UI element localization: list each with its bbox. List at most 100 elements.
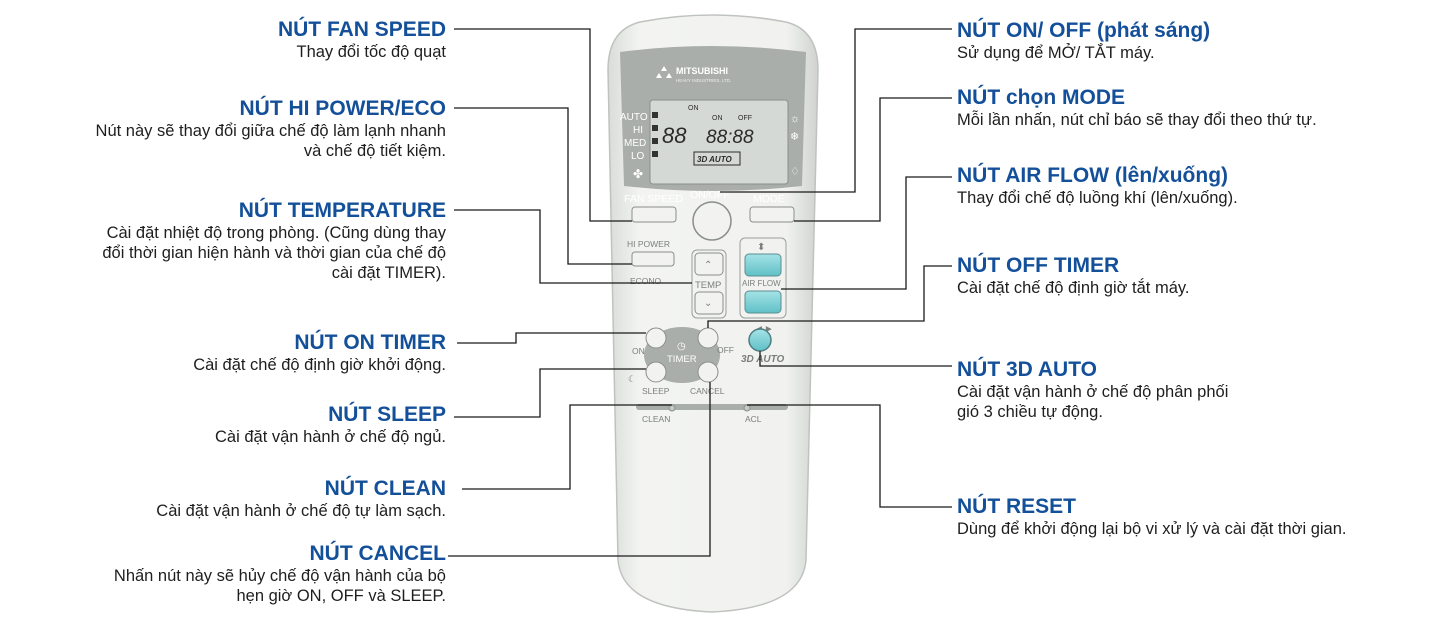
leader-mode — [794, 97, 952, 222]
label-desc: Nhấn nút này sẽ hủy chế độ vận hành của … — [113, 567, 446, 605]
leader-reset — [747, 404, 952, 508]
label-desc: Nút này sẽ thay đổi giữa chế độ làm lạnh… — [95, 122, 446, 160]
label-title: NÚT ON/ OFF (phát sáng) — [957, 19, 1211, 42]
lcd-mode-med: MED — [624, 138, 646, 149]
label-title: NÚT 3D AUTO — [957, 358, 1098, 381]
remote-brand-sub: HEAVY INDUSTRIES, LTD. — [676, 78, 731, 83]
off-label: OFF — [717, 345, 734, 355]
mode-button[interactable] — [749, 206, 795, 223]
lcd-clock: 88:88 — [706, 127, 754, 148]
leader-sleep — [454, 368, 646, 418]
label-desc: Mỗi lần nhấn, nút chỉ báo sẽ thay đổi th… — [957, 111, 1317, 129]
label-title: NÚT FAN SPEED — [277, 18, 446, 41]
fan-speed-button[interactable] — [631, 206, 677, 223]
lcd-segment — [652, 112, 658, 118]
air-flow-down-button[interactable] — [744, 290, 782, 314]
label-title: NÚT AIR FLOW (lên/xuống) — [957, 164, 1229, 187]
lcd-on: ON — [688, 105, 699, 112]
label-desc: Sử dụng để MỞ/ TẮT máy. — [957, 44, 1155, 62]
label-desc: Cài đặt vận hành ở chế độ tự làm sạch. — [156, 502, 446, 520]
label-air-flow: NÚT AIR FLOW (lên/xuống) Thay đổi chế độ… — [957, 164, 1238, 208]
label-cancel: NÚT CANCEL Nhấn nút này sẽ hủy chế độ vậ… — [114, 542, 446, 606]
3d-auto-button[interactable] — [748, 328, 772, 352]
air-flow-up-button[interactable] — [744, 253, 782, 277]
lcd-on-indicator: ON — [712, 115, 723, 122]
label-title: NÚT SLEEP — [328, 403, 446, 426]
label-title: NÚT chọn MODE — [957, 86, 1125, 109]
label-title: NÚT CANCEL — [309, 542, 447, 565]
label-clean: NÚT CLEAN Cài đặt vận hành ở chế độ tự l… — [156, 477, 446, 521]
label-on-off: NÚT ON/ OFF (phát sáng) Sử dụng để MỞ/ T… — [957, 19, 1210, 63]
cancel-label: CANCEL — [690, 386, 725, 396]
leader-3d-auto — [759, 351, 952, 367]
air-flow-group — [739, 237, 787, 319]
sleep-button[interactable] — [645, 361, 667, 383]
leader-temperature — [454, 209, 692, 284]
fan-speed-label: FAN SPEED — [624, 193, 683, 205]
lcd-segment — [652, 125, 658, 131]
label-desc: Cài đặt nhiệt độ trong phòng. (Cũng dùng… — [102, 224, 446, 282]
label-3d-auto: NÚT 3D AUTO Cài đặt vận hành ở chế độ ph… — [957, 358, 1228, 422]
label-desc: Cài đặt vận hành ở chế độ ngủ. — [215, 428, 446, 446]
reset-button[interactable] — [743, 404, 751, 412]
air-flow-label: AIR FLOW — [742, 279, 781, 288]
label-title: NÚT OFF TIMER — [957, 254, 1120, 277]
lcd-3d-box — [693, 151, 741, 166]
label-hi-power-eco: NÚT HI POWER/ECO Nút này sẽ thay đổi giữ… — [96, 97, 446, 161]
sleep-label: SLEEP — [642, 386, 670, 396]
on-off-button[interactable] — [692, 201, 732, 241]
temp-label: TEMP — [695, 280, 721, 291]
label-desc: Cài đặt vận hành ở chế độ phân phối gió … — [957, 383, 1229, 421]
temp-down-button[interactable] — [694, 291, 724, 315]
drop-icon: ♢ — [790, 166, 800, 178]
on-label: ON — [632, 346, 645, 356]
leader-on-off — [720, 28, 952, 193]
cancel-button[interactable] — [697, 361, 719, 383]
timer-label: TIMER — [667, 354, 697, 365]
leader-off-timer — [707, 265, 952, 328]
hi-power-label: HI POWER — [627, 239, 670, 249]
label-title: NÚT RESET — [957, 495, 1077, 518]
hi-power-eco-button[interactable] — [631, 251, 675, 267]
lcd-temp: 88 — [662, 123, 687, 148]
sun-icon: ☼ — [790, 113, 800, 125]
clean-label: CLEAN — [642, 414, 670, 424]
leader-clean — [462, 404, 672, 490]
label-reset: NÚT RESET Dùng để khởi động lại bộ vi xử… — [957, 495, 1346, 539]
3d-auto-label: 3D AUTO — [741, 354, 785, 365]
mitsubishi-logo-icon — [656, 66, 672, 78]
lcd-mode-lo: LO — [631, 151, 645, 162]
lcd-off-indicator: OFF — [738, 115, 752, 122]
snowflake-icon: ❄ — [790, 131, 799, 143]
label-title: NÚT TEMPERATURE — [238, 199, 446, 222]
off-timer-button[interactable] — [697, 327, 719, 349]
remote-brand: MITSUBISHI — [676, 66, 728, 76]
leader-fan-speed — [454, 28, 632, 222]
econo-label: ECONO — [630, 276, 662, 286]
leader-lines — [448, 28, 952, 557]
label-off-timer: NÚT OFF TIMER Cài đặt chế độ định giờ tắ… — [957, 254, 1189, 298]
leader-on-timer — [457, 332, 646, 344]
chevron-down-icon: ⌄ — [704, 298, 712, 309]
label-desc: Thay đổi tốc độ quạt — [296, 43, 446, 61]
on-off-label: ON/OFF — [690, 189, 730, 201]
label-fan-speed: NÚT FAN SPEED Thay đổi tốc độ quạt — [278, 18, 446, 62]
label-title: NÚT HI POWER/ECO — [239, 97, 446, 120]
mode-label: MODE — [753, 193, 785, 205]
label-sleep: NÚT SLEEP Cài đặt vận hành ở chế độ ngủ. — [215, 403, 446, 447]
chevron-up-icon: ⌃ — [704, 260, 712, 271]
label-desc: Thay đổi chế độ luồng khí (lên/xuống). — [957, 189, 1238, 207]
clean-button[interactable] — [668, 404, 676, 412]
label-on-timer: NÚT ON TIMER Cài đặt chế độ định giờ khở… — [193, 331, 446, 375]
leader-cancel — [448, 382, 711, 557]
lcd-mode-hi: HI — [633, 125, 643, 136]
fan-icon: ✤ — [633, 167, 643, 181]
label-desc: Cài đặt chế độ định giờ khởi động. — [193, 356, 446, 374]
temp-group — [691, 249, 727, 319]
temp-up-button[interactable] — [694, 252, 724, 276]
label-mode: NÚT chọn MODE Mỗi lần nhấn, nút chỉ báo … — [957, 86, 1317, 130]
on-timer-button[interactable] — [645, 327, 667, 349]
updown-arrow-icon: ⬍ — [757, 242, 765, 253]
acl-label: ACL — [745, 414, 762, 424]
